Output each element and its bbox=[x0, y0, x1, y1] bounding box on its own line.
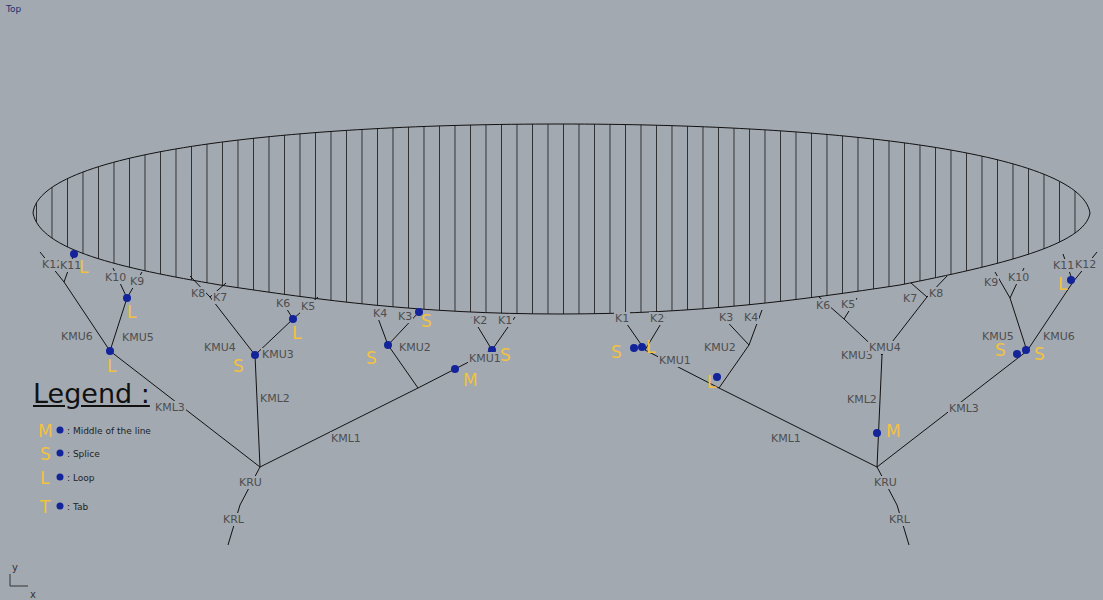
line-name: K4 bbox=[743, 311, 759, 324]
line-name: K6 bbox=[815, 299, 831, 312]
marker-letter: L bbox=[127, 302, 136, 322]
line-name: KRU bbox=[238, 476, 263, 489]
line-name: K2 bbox=[472, 314, 488, 327]
marker-dots bbox=[57, 250, 1076, 510]
marker-letter: S bbox=[421, 311, 432, 331]
line-name: K12 bbox=[1074, 258, 1097, 271]
line-name: KML2 bbox=[259, 392, 291, 405]
line-name: K7 bbox=[212, 291, 228, 304]
line-name: K6 bbox=[275, 297, 291, 310]
line-name: K9 bbox=[983, 276, 999, 289]
line-name: K9 bbox=[129, 275, 145, 288]
line-name: KML3 bbox=[154, 401, 186, 414]
line-name: K10 bbox=[1007, 271, 1030, 284]
marker-letter: S bbox=[233, 356, 244, 376]
marker-letter: L bbox=[646, 337, 655, 357]
line-name: K3 bbox=[397, 310, 413, 323]
line-name: KMU5 bbox=[121, 331, 155, 344]
axis-name: x bbox=[30, 589, 36, 600]
line-name: K3 bbox=[718, 311, 734, 324]
marker-letter: S bbox=[40, 444, 51, 464]
line-name: K7 bbox=[902, 292, 918, 305]
legend-text: : Splice bbox=[67, 449, 100, 459]
line-name: K1 bbox=[497, 314, 513, 327]
line-name: KML2 bbox=[846, 393, 878, 406]
axis-name: y bbox=[12, 562, 18, 573]
line-name: KRU bbox=[873, 476, 898, 489]
line-name: K5 bbox=[840, 298, 856, 311]
line-name: KMU2 bbox=[703, 341, 737, 354]
line-name: K5 bbox=[300, 300, 316, 313]
line-name: KMU6 bbox=[1042, 330, 1076, 343]
axis-icon bbox=[10, 574, 28, 586]
line-name: KMU3 bbox=[261, 348, 295, 361]
marker-letter: L bbox=[79, 257, 88, 277]
marker-letter: L bbox=[707, 372, 716, 392]
line-name: KMU1 bbox=[468, 352, 502, 365]
marker-letter: L bbox=[1058, 274, 1067, 294]
viewport-name: Top bbox=[6, 4, 21, 14]
marker-letter: S bbox=[1034, 344, 1045, 364]
line-name: K11 bbox=[59, 259, 82, 272]
marker-letter: M bbox=[38, 421, 53, 441]
line-name: KML1 bbox=[770, 432, 802, 445]
line-name: KMU1 bbox=[658, 354, 692, 367]
line-name: KRL bbox=[222, 513, 245, 526]
marker-letter: M bbox=[463, 370, 478, 390]
marker-letter: S bbox=[611, 342, 622, 362]
marker-letter: L bbox=[40, 468, 49, 488]
line-name: K8 bbox=[190, 287, 206, 300]
line-name: K1 bbox=[614, 312, 630, 325]
marker-letter: T bbox=[40, 497, 50, 517]
line-name: KMU4 bbox=[203, 341, 237, 354]
line-name: KMU6 bbox=[60, 330, 94, 343]
marker-letter: M bbox=[886, 421, 901, 441]
line-name: K10 bbox=[104, 271, 127, 284]
marker-letter: L bbox=[107, 356, 116, 376]
marker-letter: S bbox=[500, 345, 511, 365]
marker-letter: L bbox=[292, 323, 301, 343]
marker-letter: S bbox=[995, 340, 1006, 360]
line-tree bbox=[622, 252, 1097, 545]
line-name: KRL bbox=[888, 513, 911, 526]
marker-letter: S bbox=[366, 348, 377, 368]
line-name: K2 bbox=[649, 312, 665, 325]
line-name: KML3 bbox=[948, 402, 980, 415]
legend-text: : Loop bbox=[67, 473, 94, 483]
legend-text: : Tab bbox=[67, 502, 88, 512]
line-name: KMU2 bbox=[398, 341, 432, 354]
line-name: KMU4 bbox=[868, 341, 902, 354]
line-name: K4 bbox=[372, 307, 388, 320]
line-name: KML1 bbox=[330, 432, 362, 445]
line-name: K8 bbox=[928, 287, 944, 300]
legend-text: : Middle of the line bbox=[67, 426, 151, 436]
legend-title: Legend : bbox=[33, 378, 150, 409]
line-name: K11 bbox=[1052, 259, 1075, 272]
